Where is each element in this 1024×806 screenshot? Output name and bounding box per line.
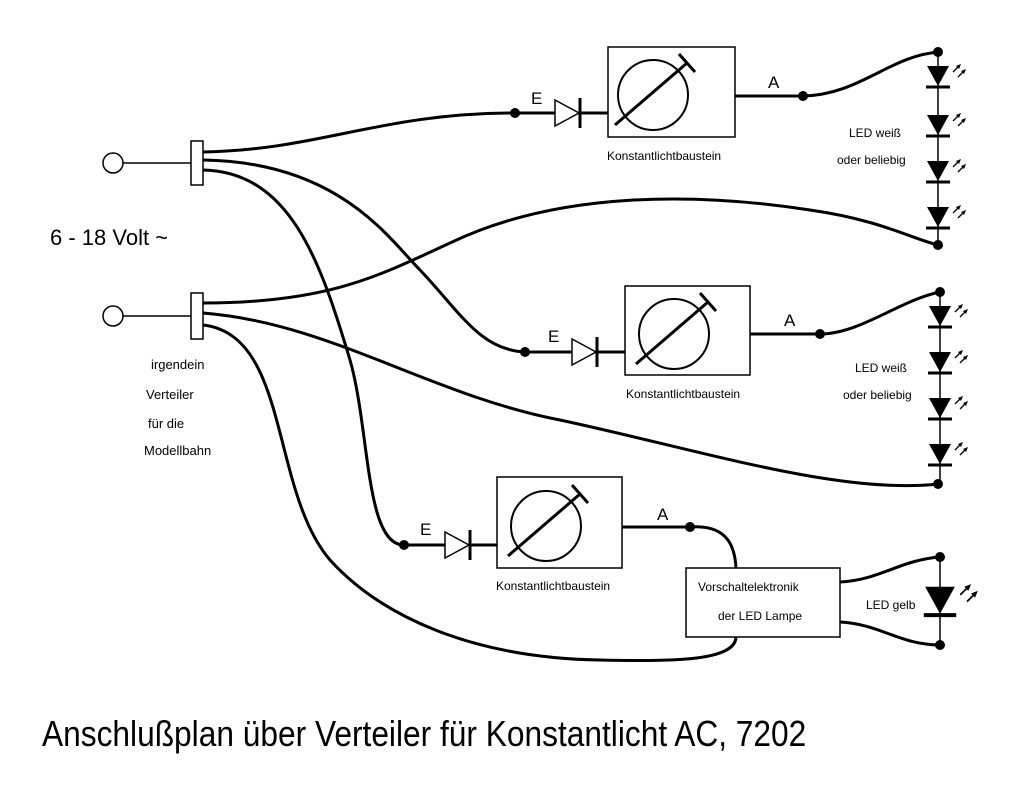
- ballast-label-1: Vorschaltelektronik: [698, 580, 799, 594]
- module-1-name: Konstantlichtbaustein: [607, 149, 722, 163]
- ballast-electronics: [685, 555, 941, 647]
- led-white-icon: [924, 62, 968, 89]
- module-1-output-label: A: [768, 73, 780, 92]
- led-white-icon: [924, 157, 968, 184]
- wire-return-group-2: [202, 311, 939, 488]
- distributor-label-2: Verteiler: [146, 387, 194, 402]
- module-3: [399, 476, 738, 569]
- wire-to-ballast: [202, 323, 738, 663]
- wire-to-module-3: [202, 168, 445, 547]
- led-white-icon: [926, 348, 970, 375]
- led-yellow-icon: [924, 584, 978, 615]
- module-2-output-label: A: [784, 311, 796, 330]
- led-chain-1: [924, 47, 968, 250]
- led-group-1-label-1: LED weiß: [849, 126, 902, 140]
- module-1-input-label: E: [531, 89, 543, 108]
- wire-to-module-1: [202, 111, 555, 154]
- supply-terminal-bottom: [102, 305, 191, 327]
- module-3-name: Konstantlichtbaustein: [496, 579, 611, 593]
- distributor-label-3: für die: [148, 416, 185, 431]
- distributor-label-4: Modellbahn: [144, 443, 212, 458]
- led-white-icon: [924, 111, 968, 138]
- distributor-label-1: irgendein: [151, 357, 205, 372]
- led-group-2-label-2: oder beliebig: [843, 388, 912, 402]
- led-group-2-label-1: LED weiß: [855, 361, 908, 375]
- led-white-icon: [924, 203, 968, 230]
- module-3-output-label: A: [657, 505, 669, 524]
- module-3-input-label: E: [420, 520, 432, 539]
- led-white-icon: [926, 394, 970, 421]
- module-2: [520, 285, 941, 376]
- ballast-label-2: der LED Lampe: [718, 609, 803, 623]
- diagram-title: Anschlußplan über Verteiler für Konstant…: [42, 713, 807, 754]
- distributor-bar-bottom: [190, 292, 204, 340]
- led-chain-2: [926, 287, 970, 489]
- wire-return-group-1: [202, 197, 939, 305]
- yellow-led-label: LED gelb: [866, 598, 916, 612]
- supply-voltage-label: 6 - 18 Volt ~: [50, 225, 169, 250]
- wire-to-module-2: [202, 158, 572, 354]
- module-2-input-label: E: [548, 327, 560, 346]
- led-white-icon: [926, 302, 970, 329]
- module-2-name: Konstantlichtbaustein: [626, 387, 741, 401]
- supply-terminal-top: [102, 152, 191, 174]
- led-white-icon: [926, 440, 970, 467]
- led-group-1-label-2: oder beliebig: [837, 153, 906, 167]
- led-yellow: [924, 552, 978, 650]
- module-1: [510, 46, 941, 138]
- distributor-bar-top: [190, 140, 204, 186]
